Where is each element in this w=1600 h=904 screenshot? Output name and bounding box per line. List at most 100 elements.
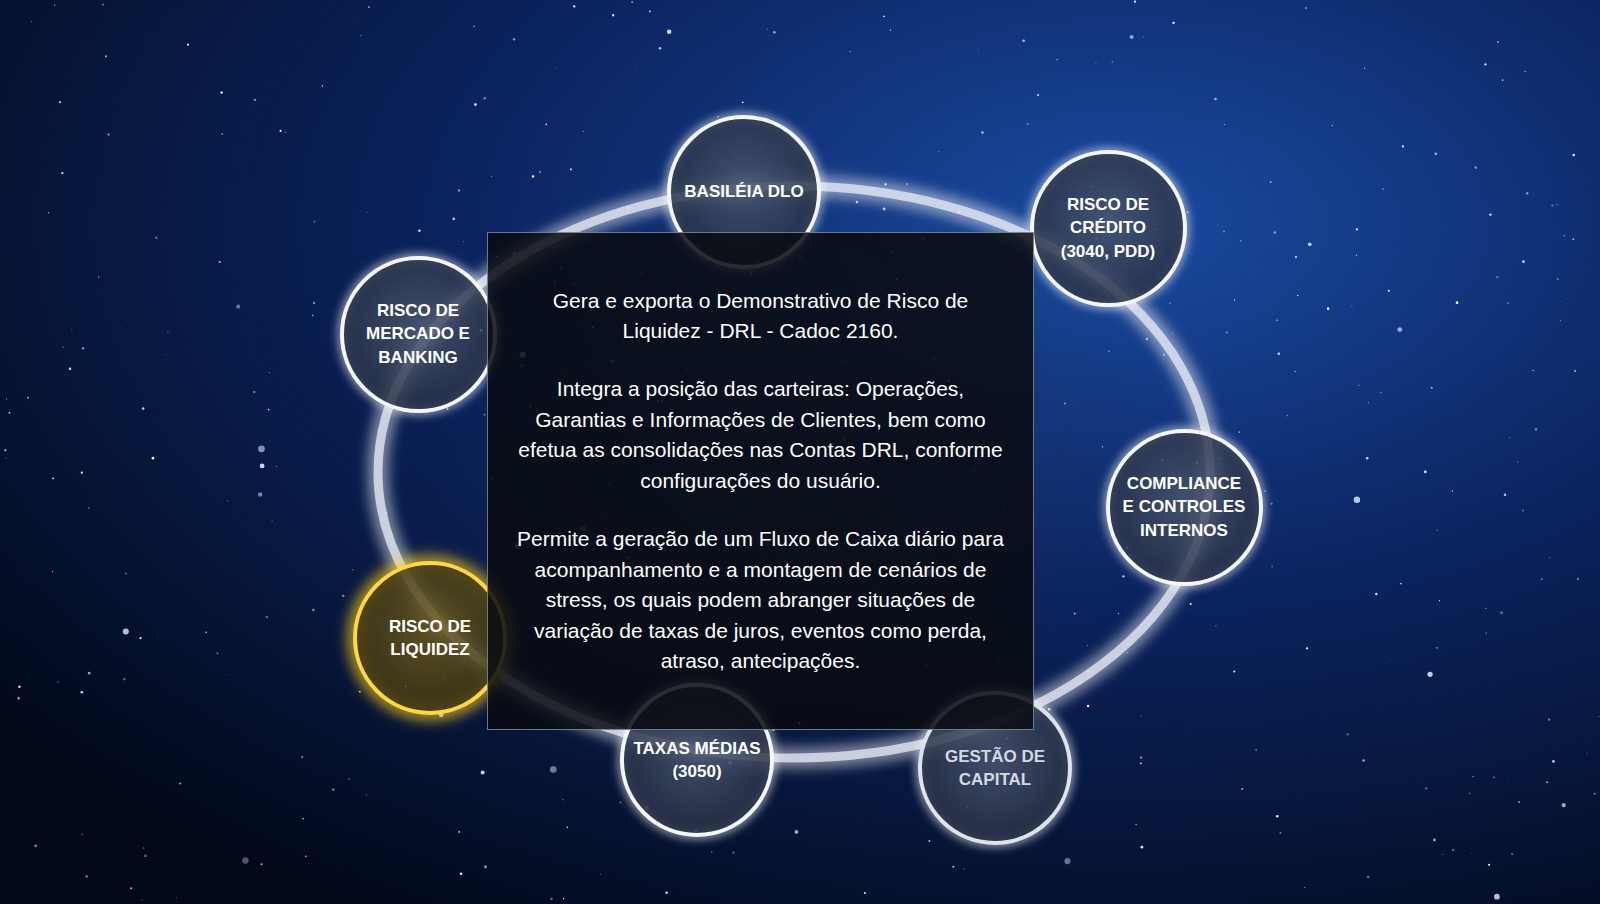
star — [1064, 858, 1070, 864]
star — [205, 632, 207, 634]
star — [665, 891, 668, 894]
star — [1327, 307, 1330, 310]
star — [141, 899, 143, 901]
star — [1095, 62, 1096, 63]
star — [1306, 647, 1308, 649]
star — [1562, 803, 1566, 807]
star — [143, 847, 145, 849]
star — [1472, 776, 1473, 777]
star — [1364, 68, 1365, 69]
star — [342, 595, 344, 597]
star — [1485, 608, 1486, 609]
star — [71, 328, 73, 330]
star — [81, 472, 83, 474]
star — [1509, 437, 1511, 439]
star — [349, 778, 350, 779]
star — [1497, 41, 1499, 43]
star — [69, 368, 72, 371]
star — [1087, 644, 1089, 646]
star — [1517, 462, 1518, 463]
star — [258, 446, 265, 453]
star — [938, 151, 939, 152]
star — [1572, 154, 1574, 156]
star — [1087, 705, 1089, 707]
star — [1356, 228, 1358, 230]
star — [61, 172, 63, 174]
star — [1241, 788, 1243, 790]
star — [1494, 894, 1500, 900]
description-text: Permite a geração de um Fluxo de Caixa d… — [514, 524, 1007, 676]
circle-glow — [622, 685, 772, 835]
star — [1526, 192, 1528, 194]
star — [1424, 471, 1427, 474]
star — [1112, 61, 1113, 62]
star — [1270, 181, 1272, 183]
description-text: Gera e exporta o Demonstrativo de Risco … — [514, 286, 1007, 347]
star — [570, 168, 572, 170]
star — [1226, 331, 1228, 333]
module-label: RISCO DE CRÉDITO (3040, PDD) — [1044, 193, 1172, 263]
star — [253, 391, 255, 393]
star — [1506, 780, 1508, 782]
star — [105, 55, 107, 57]
star — [1442, 853, 1444, 855]
star — [1400, 583, 1402, 585]
star — [312, 609, 315, 612]
star — [977, 49, 979, 51]
star — [312, 315, 314, 317]
star — [1143, 36, 1144, 37]
star — [1354, 497, 1360, 503]
star — [1551, 204, 1553, 206]
star — [1493, 777, 1495, 779]
star — [1215, 625, 1217, 627]
star — [890, 30, 891, 31]
star — [562, 799, 563, 800]
star — [217, 652, 219, 654]
star — [1500, 612, 1503, 615]
star — [268, 409, 270, 411]
star — [1456, 301, 1459, 304]
star — [1358, 384, 1359, 385]
star — [27, 397, 29, 399]
star — [1375, 593, 1377, 595]
star — [1469, 793, 1471, 795]
star — [284, 132, 286, 134]
star — [1488, 864, 1490, 866]
star — [1525, 71, 1526, 72]
star — [1277, 352, 1280, 355]
star — [222, 133, 223, 134]
star — [275, 466, 277, 468]
star — [1572, 238, 1574, 240]
module-label: TAXAS MÉDIAS (3050) — [633, 737, 761, 784]
star — [176, 897, 178, 899]
star — [458, 831, 460, 833]
star — [123, 678, 125, 680]
star — [1356, 254, 1358, 256]
star — [1118, 613, 1119, 614]
star — [125, 573, 127, 575]
star — [1507, 302, 1509, 304]
star — [563, 898, 564, 899]
star — [236, 305, 240, 309]
star — [167, 331, 168, 332]
star — [1135, 824, 1136, 825]
star — [1297, 295, 1299, 297]
star — [1546, 781, 1548, 783]
star — [1274, 231, 1277, 234]
star — [57, 681, 58, 682]
star — [219, 261, 221, 263]
circle-glow — [920, 693, 1070, 843]
star — [883, 15, 885, 17]
star — [1234, 299, 1235, 300]
star — [1598, 715, 1600, 717]
star — [711, 851, 713, 853]
star — [550, 898, 553, 901]
star — [265, 616, 268, 619]
star — [1474, 166, 1477, 169]
star — [48, 212, 49, 213]
star — [981, 131, 984, 134]
star — [483, 97, 486, 100]
star — [767, 28, 769, 30]
star — [154, 753, 156, 755]
star — [1504, 493, 1507, 496]
